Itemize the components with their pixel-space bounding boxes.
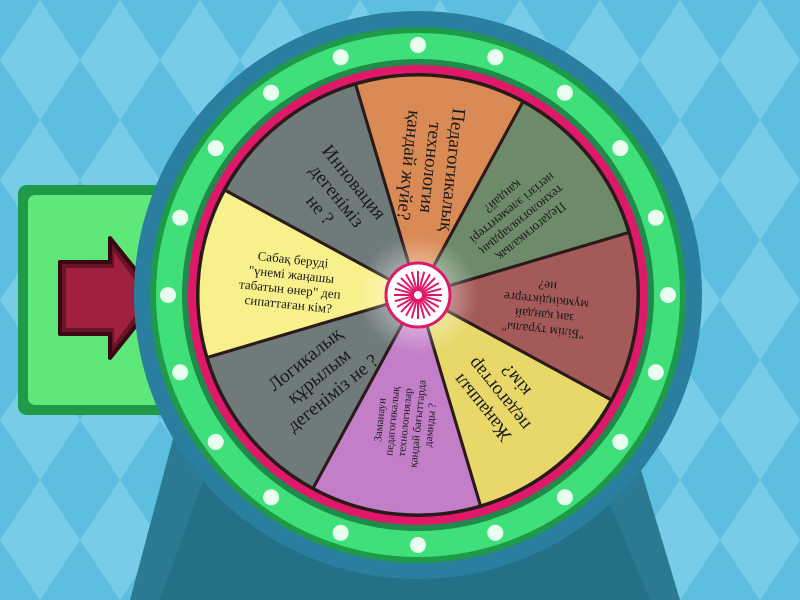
hub-star-ray [396,282,416,294]
wheel-segment-label: Сабақ беруді"үнемі жаңашытабатын өнер" д… [237,247,345,317]
ring-dot [263,84,280,101]
ring-dot [207,433,224,450]
hub-star-ray [420,277,436,293]
wheel-segment-label: Педагогикалықтехнологияқандай жүйе? [392,103,469,234]
hub-star-ray [405,273,417,293]
ring-dot [612,433,629,450]
hub-star-ray [400,277,416,293]
hub-star-ray [420,282,440,294]
ring-dot [660,287,676,303]
hub-star-icon [394,271,442,319]
wheel-segment-label-line: Заманауи [372,397,389,442]
ring-dot [487,524,504,541]
ring-dot [332,49,349,66]
ring-dot [207,140,224,157]
ring-dot [332,524,349,541]
wheel-segment-slice [414,230,640,403]
wheel-segment: Заманауипедагогикалықтехнологияларқандай… [310,291,483,517]
hub-star-ray [410,271,418,292]
wheel-segment-slice [353,73,526,299]
wheel-segment-slice [310,291,483,517]
ring-dot [647,209,664,226]
wheel-segment-label: Заманауипедагогикалықтехнологияларқандай… [370,375,441,469]
wheel-segment: Инновациядегенімізне ? [222,82,421,299]
ring-dot [172,209,189,226]
hub-star-ray [419,297,431,317]
ring-dot [556,489,573,506]
hub-star-ray [394,287,415,295]
ring-dot [410,537,426,553]
ring-dot [263,489,280,506]
wheel-segment-slice [196,187,422,360]
ring-dot [410,37,426,53]
ring-dot [647,364,664,381]
hub-star-ray [419,273,431,293]
hub-star-ray [405,297,417,317]
spin-wheel[interactable]: Педагогикалықтехнологияқандай жүйе?Педаг… [196,73,640,517]
ring-dot [612,140,629,157]
hub-star-ray [396,296,416,308]
wheel-segment-label-line: ие? [537,278,557,295]
ring-dot [556,84,573,101]
wheel-segment-label-line: заң қандай [514,305,575,326]
wheel-segment-slice [222,82,421,299]
hub-star-ray [420,297,436,313]
wheel-segment-label-line: Сабақ беруді [257,248,329,270]
hub-star-ray [421,295,442,303]
wheel-segment-label-line: дамиды ? [422,402,439,447]
hub-star-ray [394,295,415,303]
outer-ring-dots [160,37,676,553]
wheel-segment: Сабақ беруді"үнемі жаңашытабатын өнер" д… [196,187,422,360]
hub-star-ray [400,297,416,313]
hub-star-ray [418,271,426,292]
arrow-right-icon [58,236,160,360]
ring-dot [160,287,176,303]
hub-star-ray [410,298,418,319]
ring-dot [487,49,504,66]
wheel-segment: "Білім туралы"заң қандаймүмкіндіктергеие… [414,230,640,403]
hub-star-ray [420,296,440,308]
hub-star-ray [418,298,426,319]
hub-star-ray [421,287,442,295]
ring-dot [172,364,189,381]
wheel-segment: Педагогикалықтехнологияқандай жүйе? [353,73,526,299]
